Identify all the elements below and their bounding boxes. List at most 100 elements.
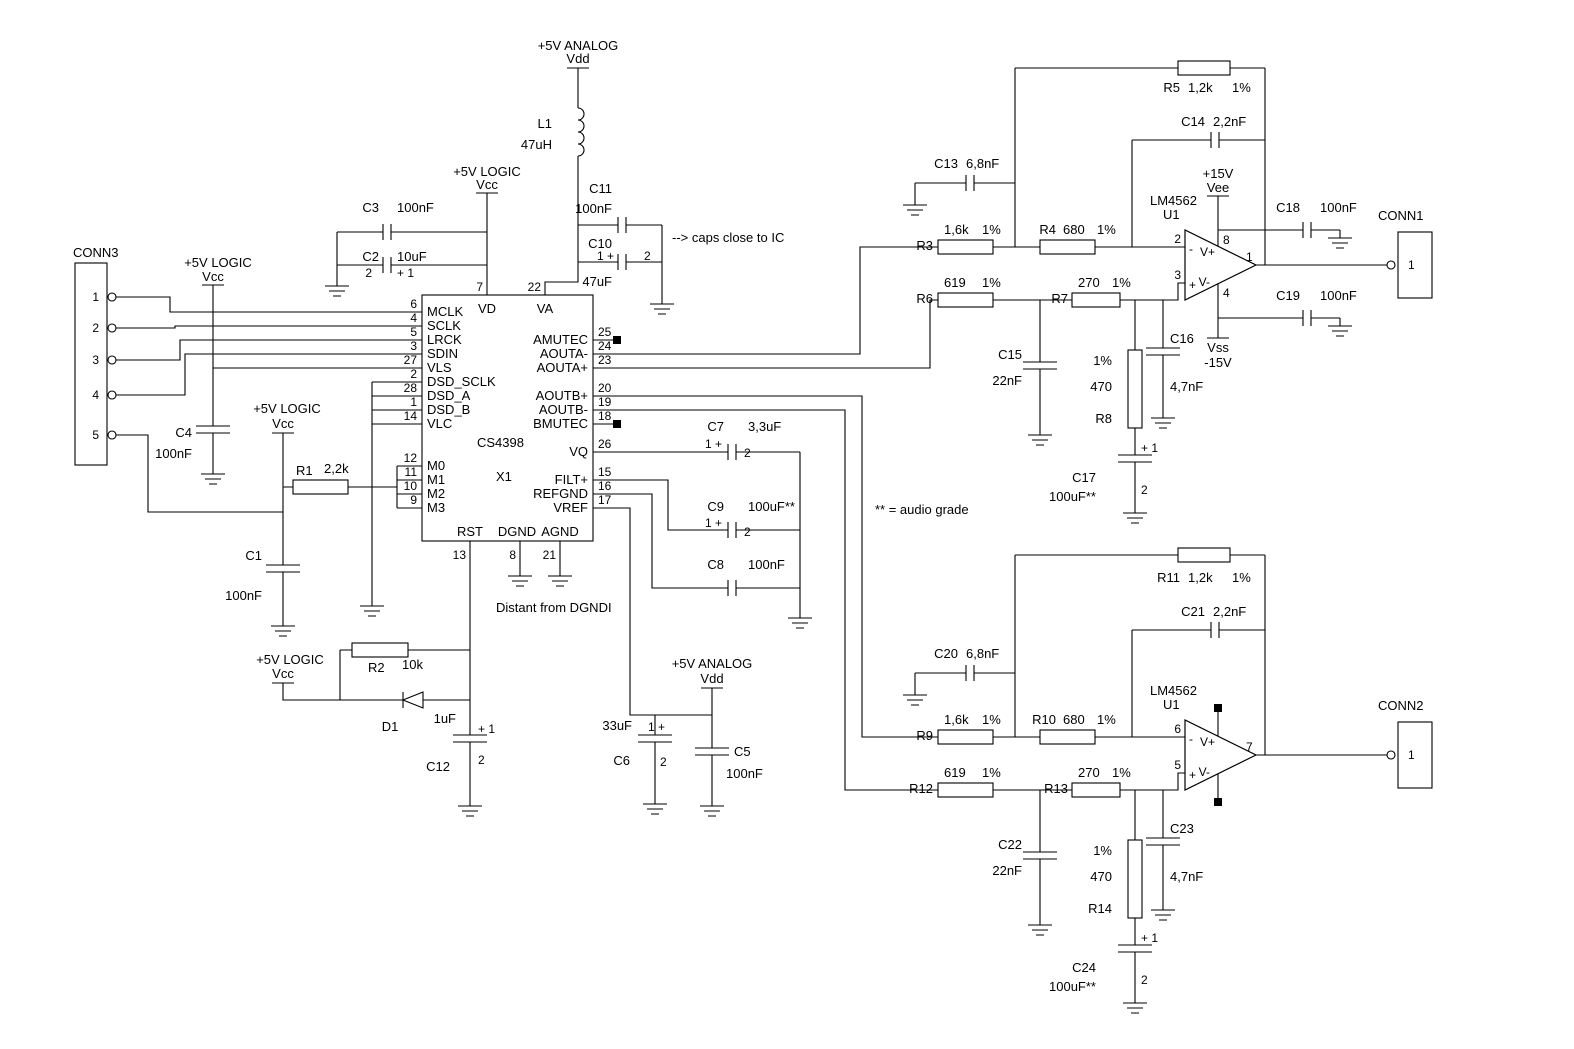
- conn3-pin-circle: [107, 355, 117, 365]
- part-ref: R8: [1095, 411, 1112, 426]
- part-ref: C1: [245, 548, 262, 563]
- ic-pin-name: AGND: [541, 524, 579, 539]
- resistor-r11: [1177, 547, 1231, 563]
- conn2-pin-num: 1: [1408, 748, 1415, 762]
- capacitor-c3: [382, 224, 392, 240]
- power-label: Vss: [1207, 340, 1229, 355]
- part-tolerance: 1%: [1093, 353, 1112, 368]
- capacitor-c10: [617, 254, 627, 270]
- part-ref: C6: [613, 753, 630, 768]
- capacitor-c19: [1302, 310, 1312, 326]
- part-ref: L1: [538, 116, 552, 131]
- capacitor-c6: [638, 734, 672, 743]
- power-label: Vcc: [476, 177, 498, 192]
- ic-pin-name: M0: [427, 458, 445, 473]
- resistor-r2: [351, 642, 409, 658]
- ic-pin-num: 15: [598, 465, 612, 479]
- power-label: +5V LOGIC: [184, 255, 252, 270]
- wires-channel-a: [914, 67, 1387, 505]
- part-tolerance: 1%: [982, 275, 1001, 290]
- part-ref: R10: [1032, 712, 1056, 727]
- capacitor-c22: [1023, 851, 1057, 860]
- opamp-pin-num: 4: [1223, 286, 1230, 300]
- power-label: +5V ANALOG: [538, 38, 619, 53]
- opamp-pin-num: 7: [1246, 740, 1253, 754]
- part-value: 270: [1078, 765, 1100, 780]
- part-value: 619: [944, 765, 966, 780]
- capacitor-c14: [1210, 132, 1220, 148]
- ic-pin-num: 3: [410, 339, 417, 353]
- part-tolerance: 1%: [1112, 275, 1131, 290]
- connector-conn1-body: [1397, 231, 1433, 299]
- cap-polarity-mark: + 1: [1141, 931, 1158, 945]
- part-ref: C18: [1276, 200, 1300, 215]
- ic-pin-num: 16: [598, 479, 612, 493]
- part-ref: C9: [707, 499, 724, 514]
- ground-icon: [457, 797, 483, 817]
- opamp-ref: U1: [1163, 697, 1180, 712]
- part-value: 100uF**: [748, 499, 795, 514]
- ground-icon: [507, 567, 533, 587]
- diode-d1: [401, 691, 424, 709]
- ic-pin-num: 28: [404, 381, 418, 395]
- opamp-input-sign: +: [1189, 278, 1196, 292]
- ground-icon: [642, 795, 668, 815]
- cap-polarity-mark: 1 +: [597, 249, 614, 263]
- inductor-l1: [577, 107, 585, 157]
- ic-pin-num: 18: [598, 409, 612, 423]
- opamp-supply-label: V+: [1200, 735, 1215, 749]
- ic-pin-name: AMUTEC: [533, 332, 588, 347]
- part-ref: C11: [589, 181, 612, 196]
- part-ref: R6: [916, 291, 933, 306]
- resistor-r14: [1127, 839, 1143, 919]
- opamp-pin-num: 3: [1174, 268, 1181, 282]
- part-ref: R14: [1088, 901, 1112, 916]
- capacitor-c16: [1146, 347, 1180, 356]
- wires-left-region: [116, 68, 938, 798]
- resistor-r12: [937, 782, 994, 798]
- part-value: 470: [1090, 379, 1112, 394]
- opamp-pin-num: 8: [1223, 233, 1230, 247]
- resistor-r4: [1039, 239, 1096, 255]
- part-ref: C4: [175, 425, 192, 440]
- capacitor-c2: [382, 257, 392, 273]
- capacitor-c13: [965, 175, 975, 191]
- part-tolerance: 1%: [982, 222, 1001, 237]
- cap-polarity-mark: + 1: [1141, 441, 1158, 455]
- capacitor-c1: [266, 564, 300, 573]
- part-ref: R12: [909, 781, 933, 796]
- conn3-pin-num: 2: [92, 321, 99, 335]
- ground-icon: [1327, 317, 1353, 337]
- capacitor-c9: [727, 522, 737, 538]
- conn1-label: CONN1: [1378, 208, 1424, 223]
- part-value: 22nF: [992, 863, 1022, 878]
- ic-pin-name: AOUTA+: [537, 360, 588, 375]
- part-ref: R1: [296, 463, 313, 478]
- part-value: 100nF: [575, 201, 612, 216]
- part-ref: R2: [368, 660, 385, 675]
- ic-pin-num: 22: [528, 280, 542, 294]
- capacitor-c20: [965, 665, 975, 681]
- connector-conn2-body: [1397, 721, 1433, 789]
- part-ref: C19: [1276, 288, 1300, 303]
- ground-icon: [1027, 916, 1053, 936]
- conn3-pin-circle: [107, 390, 117, 400]
- ic-pin-num: 10: [404, 479, 418, 493]
- ground-icon: [1122, 994, 1148, 1014]
- capacitor-c4: [196, 425, 230, 434]
- part-ref: C15: [998, 347, 1022, 362]
- ground-icon: [787, 609, 813, 629]
- ground-icon: [1122, 504, 1148, 524]
- part-value: 470: [1090, 869, 1112, 884]
- ic-pin-name: VREF: [553, 500, 588, 515]
- ic-pin-num: 5: [410, 325, 417, 339]
- power-label: Vcc: [202, 269, 224, 284]
- part-value: 2,2nF: [1213, 604, 1246, 619]
- part-value: 1,2k: [1188, 570, 1213, 585]
- ground-icon: [649, 295, 675, 315]
- ic-pin-name: DSD_B: [427, 402, 470, 417]
- part-ref: C8: [707, 557, 724, 572]
- capacitor-c21: [1210, 622, 1220, 638]
- conn3-pin-circle: [107, 430, 117, 440]
- part-value: 22nF: [992, 373, 1022, 388]
